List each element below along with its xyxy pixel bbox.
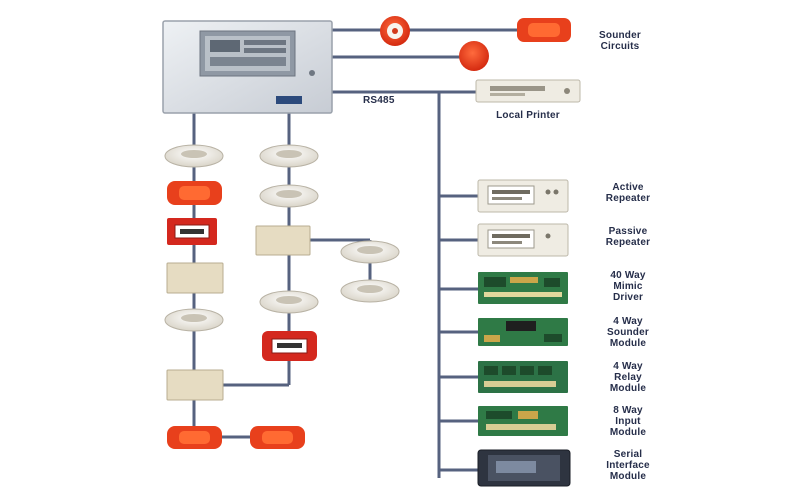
bell-sounder xyxy=(459,41,489,71)
interface-module-l1 xyxy=(166,262,224,294)
sounder-module-board xyxy=(478,318,568,346)
smoke-detector-l1 xyxy=(164,144,224,168)
sounder-module-label: 4 Way Sounder Module xyxy=(607,316,649,349)
smoke-detector-l2 xyxy=(164,308,224,332)
smoke-detector-r1 xyxy=(259,144,319,168)
input-module-label: 8 Way Input Module xyxy=(609,405,647,438)
passive-repeater-label: Passive Repeater xyxy=(605,226,651,248)
sounder-top-1 xyxy=(380,16,410,46)
local-printer xyxy=(475,79,581,103)
rs485-label: RS485 xyxy=(363,95,395,106)
serial-interface-label: Serial Interface Module xyxy=(606,449,650,482)
sounder-top-2 xyxy=(517,18,571,42)
relay-module-label: 4 Way Relay Module xyxy=(609,361,647,394)
serial-interface-module xyxy=(477,449,571,487)
input-module-board xyxy=(478,406,568,436)
sounder-l3 xyxy=(250,426,305,449)
manual-call-point-l1 xyxy=(167,218,217,245)
control-panel xyxy=(162,20,333,114)
smoke-detector-r3 xyxy=(259,290,319,314)
passive-repeater xyxy=(477,223,569,257)
active-repeater-label: Active Repeater xyxy=(605,182,651,204)
smoke-detector-s2 xyxy=(340,279,400,303)
manual-call-point-r1 xyxy=(262,331,317,361)
sounder-l1 xyxy=(167,181,222,205)
mimic-driver-label: 40 Way Mimic Driver xyxy=(610,270,646,303)
local-printer-label: Local Printer xyxy=(496,110,560,121)
mimic-driver-board xyxy=(478,272,568,304)
smoke-detector-s1 xyxy=(340,240,400,264)
smoke-detector-r2 xyxy=(259,184,319,208)
interface-module-l2 xyxy=(166,369,224,401)
sounder-l2 xyxy=(167,426,222,449)
relay-module-board xyxy=(478,361,568,393)
interface-module-r1 xyxy=(255,225,311,256)
active-repeater xyxy=(477,179,569,213)
sounder-circuits-label: Sounder Circuits xyxy=(599,30,641,52)
